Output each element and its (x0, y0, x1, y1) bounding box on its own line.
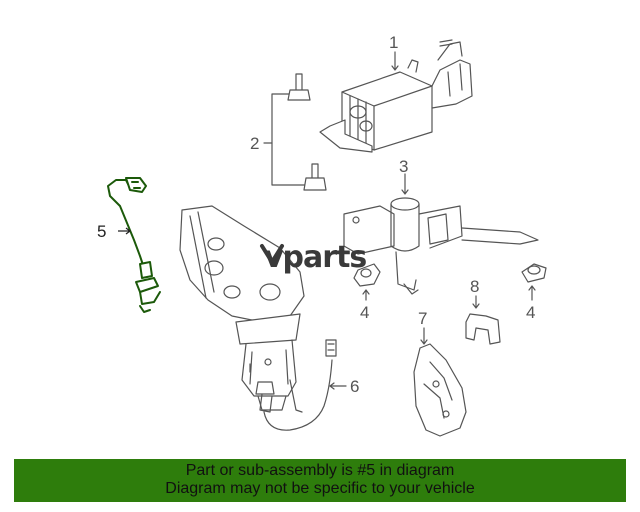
info-banner: Part or sub-assembly is #5 in diagram Di… (14, 459, 626, 502)
callout-4-left: 4 (360, 303, 369, 322)
callout-5-leader (118, 227, 131, 235)
part-3-valve (343, 197, 539, 295)
callout-leaders (329, 51, 536, 390)
part-1-canister (319, 39, 473, 153)
part-6-sensor (255, 339, 337, 431)
callout-1: 1 (389, 33, 398, 52)
parts-diagram: 1 2 3 4 4 5 6 7 8 vparts (97, 33, 547, 437)
callout-3: 3 (399, 157, 408, 176)
part-4-nuts (353, 263, 547, 287)
part-5-oxygen-sensor (107, 177, 161, 313)
part-2-bolts (263, 73, 327, 191)
watermark-text: vparts (264, 240, 366, 275)
part-7-heat-shield (413, 343, 467, 437)
callout-4-right: 4 (526, 303, 535, 322)
banner-line-1: Part or sub-assembly is #5 in diagram (185, 462, 455, 479)
watermark-logo: vparts (260, 240, 367, 275)
callout-5: 5 (97, 222, 106, 241)
banner-line-2: Diagram may not be specific to your vehi… (165, 480, 475, 497)
callout-8: 8 (470, 277, 479, 296)
callout-6: 6 (350, 377, 359, 396)
callout-7: 7 (418, 309, 427, 328)
part-8-clip (465, 313, 501, 345)
exhaust-manifold (179, 205, 305, 413)
callout-2: 2 (250, 134, 259, 153)
